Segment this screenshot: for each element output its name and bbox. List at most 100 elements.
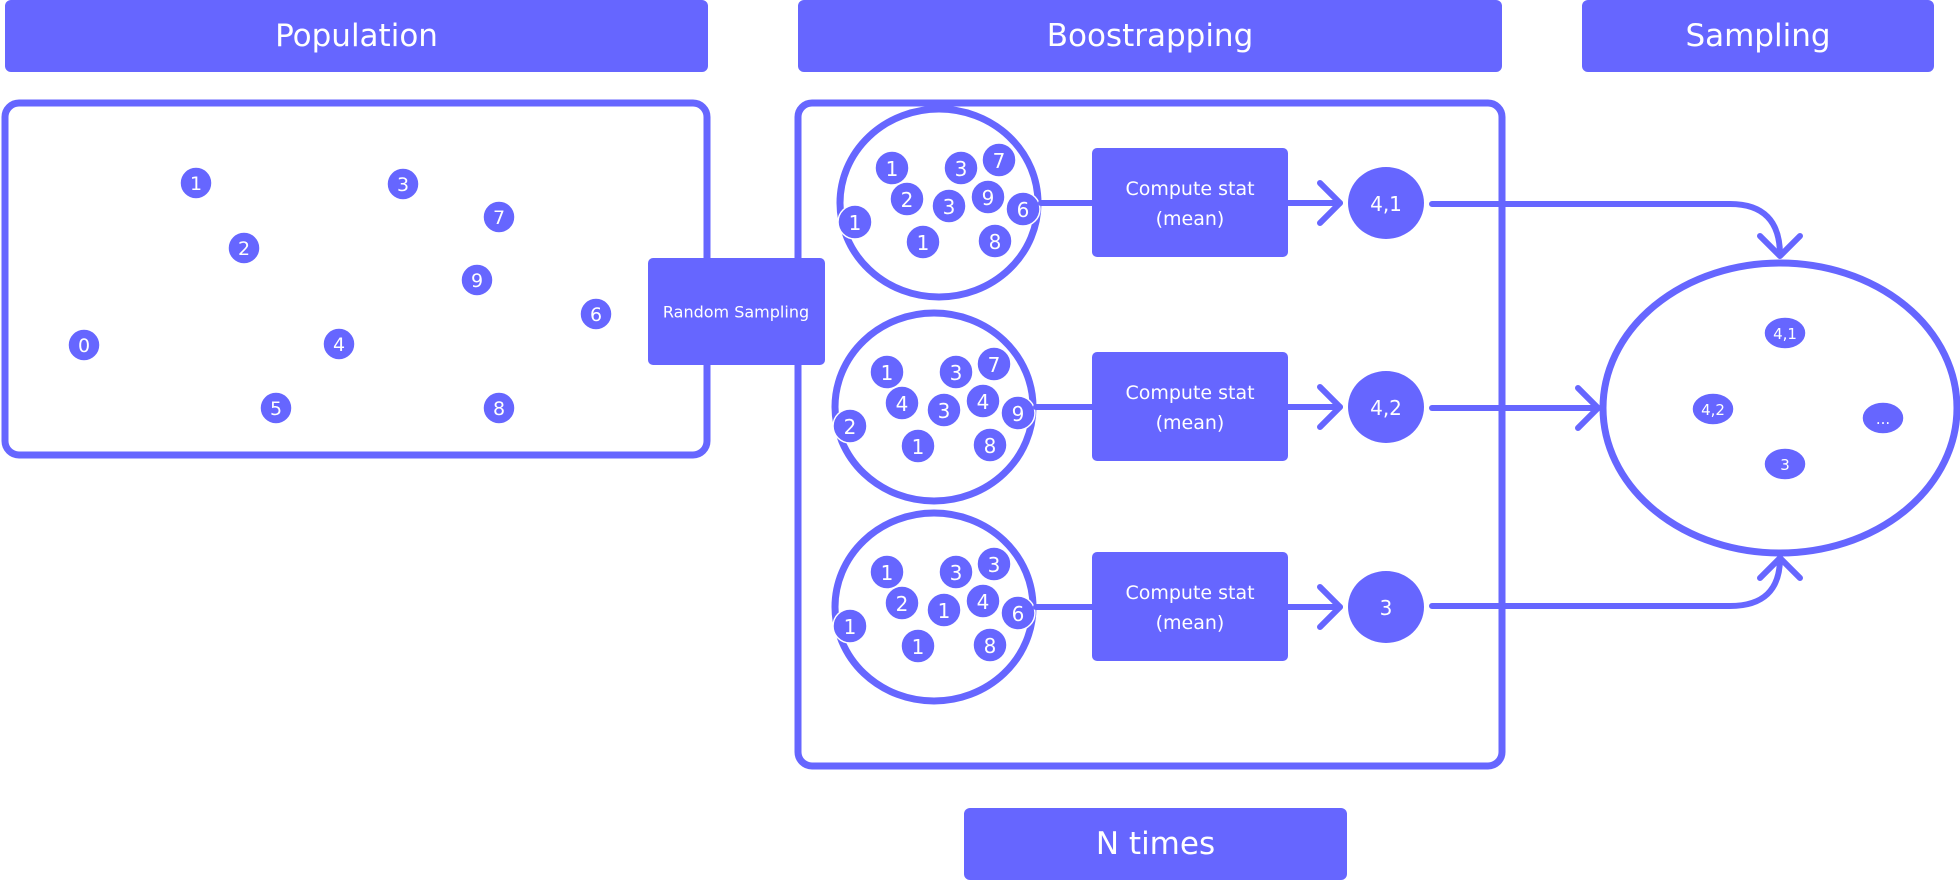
item-label: 2 xyxy=(896,592,909,616)
bootstrap-sample-item: 2 xyxy=(884,585,920,621)
bootstrap-sample-item: 1 xyxy=(874,150,910,186)
bootstrap-sample-item: 3 xyxy=(938,554,974,590)
item-label: 6 xyxy=(590,304,602,326)
item-label: 3 xyxy=(938,399,951,423)
item-bubble xyxy=(884,585,920,621)
item-bubble xyxy=(322,327,356,361)
bootstrap-sample-item: 4 xyxy=(965,383,1001,419)
item-bubble xyxy=(965,583,1001,619)
arrowhead-icon xyxy=(1575,385,1601,431)
bootstrap-sample-item: 7 xyxy=(981,142,1017,178)
item-label: 2 xyxy=(844,415,857,439)
item-label: 4,2 xyxy=(1701,401,1725,419)
bootstrap-sample-item: 3 xyxy=(931,188,967,224)
arrowhead-icon xyxy=(1757,555,1803,581)
compute-stat-box: Compute stat(mean) xyxy=(1092,552,1288,661)
item-bubble xyxy=(889,181,925,217)
bootstrap-sample-item: 1 xyxy=(837,204,873,240)
bootstrap-sample-item: 3 xyxy=(976,546,1012,582)
item-label: 6 xyxy=(1012,602,1025,626)
item-bubble xyxy=(482,200,516,234)
item-bubble xyxy=(869,554,905,590)
arrowhead-icon xyxy=(1317,180,1343,226)
item-label: 3 xyxy=(1780,456,1790,474)
item-bubble xyxy=(981,142,1017,178)
distribution-item: ... xyxy=(1861,401,1905,435)
item-bubble xyxy=(227,231,261,265)
bootstrap-sample-item: 6 xyxy=(1005,191,1041,227)
item-bubble xyxy=(1000,595,1036,631)
item-bubble xyxy=(965,383,1001,419)
item-label: 4 xyxy=(896,392,909,416)
item-label: 4 xyxy=(977,390,990,414)
bootstrap-sample-item: 8 xyxy=(972,427,1008,463)
item-label: 8 xyxy=(989,230,1002,254)
result-bubble: 4,2 xyxy=(1348,371,1424,443)
arrow-result-3-to-distribution xyxy=(1429,555,1783,609)
sampling-distribution-items: 4,1 4,2 3... xyxy=(1691,316,1905,481)
item-label: 3 xyxy=(950,561,963,585)
item-bubble xyxy=(1763,447,1807,481)
bootstrap-sample-item: 7 xyxy=(976,346,1012,382)
item-label: 3 xyxy=(950,361,963,385)
item-bubble xyxy=(67,328,101,362)
item-label: 8 xyxy=(984,434,997,458)
population-item: 0 xyxy=(67,328,101,362)
item-label: 3 xyxy=(955,157,968,181)
item-label: ... xyxy=(1876,410,1890,428)
bootstrap-sample-item: 8 xyxy=(977,223,1013,259)
item-bubble xyxy=(179,166,213,200)
bootstrap-sample-item: 4 xyxy=(965,583,1001,619)
item-bubble xyxy=(976,346,1012,382)
item-label: 8 xyxy=(984,634,997,658)
population-item: 6 xyxy=(579,297,613,331)
bootstrap-sample-item: 1 xyxy=(869,354,905,390)
bootstrap-sample-item: 9 xyxy=(1000,395,1036,431)
item-bubble xyxy=(976,546,1012,582)
compute-stat-sublabel: (mean) xyxy=(1156,208,1225,230)
population-item: 3 xyxy=(386,167,420,201)
item-bubble xyxy=(1691,392,1735,426)
distribution-item: 3 xyxy=(1763,447,1807,481)
population-item: 7 xyxy=(482,200,516,234)
item-bubble xyxy=(905,224,941,260)
item-label: 4,1 xyxy=(1773,325,1797,343)
item-label: 1 xyxy=(190,173,202,195)
item-label: 1 xyxy=(881,561,894,585)
bootstrap-sample-item: 1 xyxy=(832,608,868,644)
population-header: Population xyxy=(5,0,708,72)
item-bubble xyxy=(943,150,979,186)
item-bubble xyxy=(970,179,1006,215)
bootstrap-sample-item: 1 xyxy=(900,428,936,464)
bootstrap-sample-item: 3 xyxy=(926,392,962,428)
compute-stat-label: Compute stat xyxy=(1125,382,1254,404)
bootstrap-sample-item: 4 xyxy=(884,385,920,421)
item-label: 1 xyxy=(912,435,925,459)
item-label: 2 xyxy=(238,238,250,260)
item-label: 1 xyxy=(912,635,925,659)
item-bubble xyxy=(460,263,494,297)
item-label: 2 xyxy=(901,188,914,212)
compute-stat-box: Compute stat(mean) xyxy=(1092,352,1288,461)
item-bubble xyxy=(926,392,962,428)
item-label: 9 xyxy=(982,186,995,210)
item-label: 9 xyxy=(1012,402,1025,426)
bootstrap-sample-item: 8 xyxy=(972,627,1008,663)
result-value: 4,1 xyxy=(1370,192,1402,216)
bootstrap-sample-item: 1 xyxy=(900,628,936,664)
item-bubble xyxy=(977,223,1013,259)
item-bubble xyxy=(900,628,936,664)
result-bubble: 3 xyxy=(1348,571,1424,643)
population-item: 1 xyxy=(179,166,213,200)
item-label: 5 xyxy=(270,398,282,420)
item-label: 6 xyxy=(1017,198,1030,222)
item-label: 1 xyxy=(917,231,930,255)
item-bubble xyxy=(931,188,967,224)
item-bubble xyxy=(259,391,293,425)
sampling-header: Sampling xyxy=(1582,0,1934,72)
